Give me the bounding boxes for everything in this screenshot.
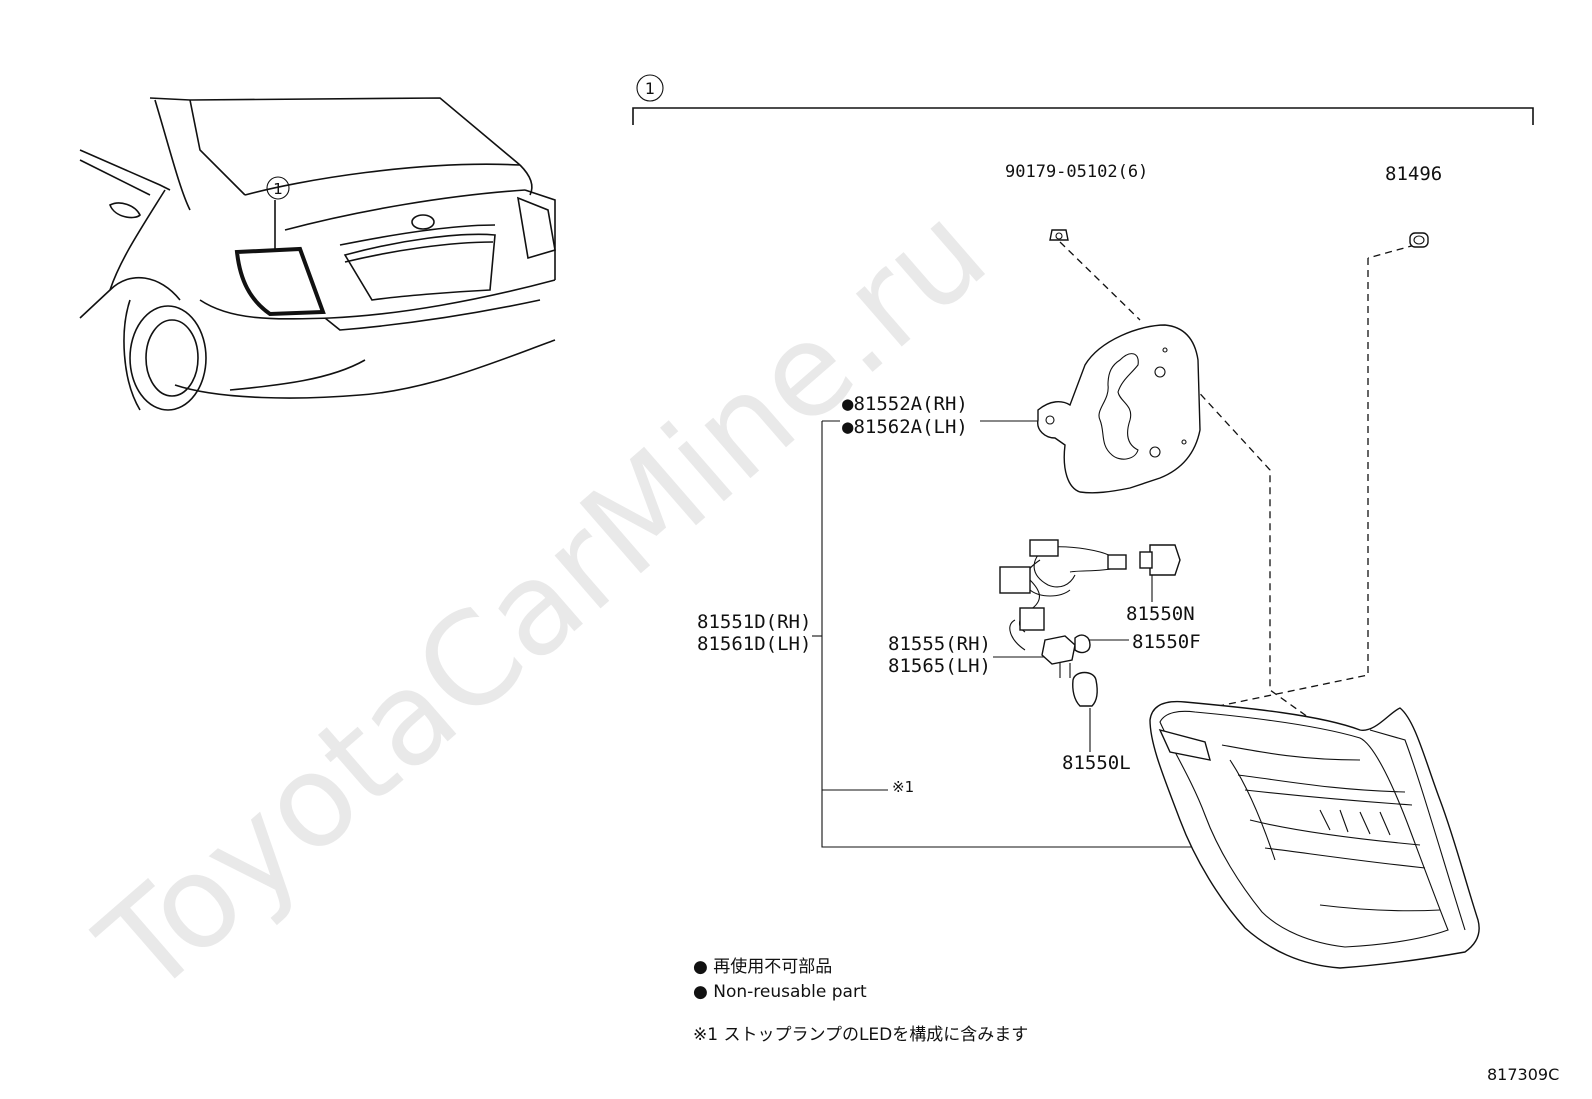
wire-harness-part — [999, 539, 1181, 707]
screw-part — [1049, 229, 1069, 241]
label-clip: 81496 — [1385, 163, 1442, 185]
label-socket-rh: 81555(RH) — [888, 633, 991, 655]
label-gasket-rh: ●81552A(RH) — [842, 393, 968, 415]
label-wire-lh: 81561D(LH) — [697, 633, 811, 655]
label-bulb-l: 81550L — [1062, 752, 1131, 774]
callout-circle-car — [266, 176, 290, 200]
label-screw: 90179-05102(6) — [1005, 162, 1148, 182]
clip-part — [1409, 232, 1429, 248]
watermark: ToyotaCarMine.ru — [72, 177, 1014, 1024]
assembly-bracket — [632, 107, 1534, 125]
footnote: ※1 ストップランプのLEDを構成に含みます — [693, 1025, 1028, 1045]
label-bulb-f: 81550F — [1132, 631, 1201, 653]
tail-lamp-highlight — [234, 246, 326, 317]
callout-number-assembly: 1 — [645, 79, 655, 98]
tail-lamp-lens — [1149, 700, 1480, 969]
label-gasket-lh: ●81562A(LH) — [842, 416, 968, 438]
assembly-dashed-lines — [1059, 241, 1416, 723]
legend-en: ● Non-reusable part — [693, 982, 867, 1002]
diagram-id: 817309C — [1487, 1065, 1559, 1084]
legend-jp: ● 再使用不可部品 — [693, 956, 832, 977]
leader-lines — [812, 420, 1200, 848]
label-wire-rh: 81551D(RH) — [697, 611, 811, 633]
callout-number-car: 1 — [273, 180, 283, 198]
label-bulb-n: 81550N — [1126, 603, 1195, 625]
label-socket-lh: 81565(LH) — [888, 655, 991, 677]
gasket-part — [1037, 324, 1201, 494]
label-note-ref: ※1 — [892, 778, 914, 796]
callout-circle-assembly — [636, 74, 664, 102]
car-rear-illustration — [79, 97, 556, 411]
